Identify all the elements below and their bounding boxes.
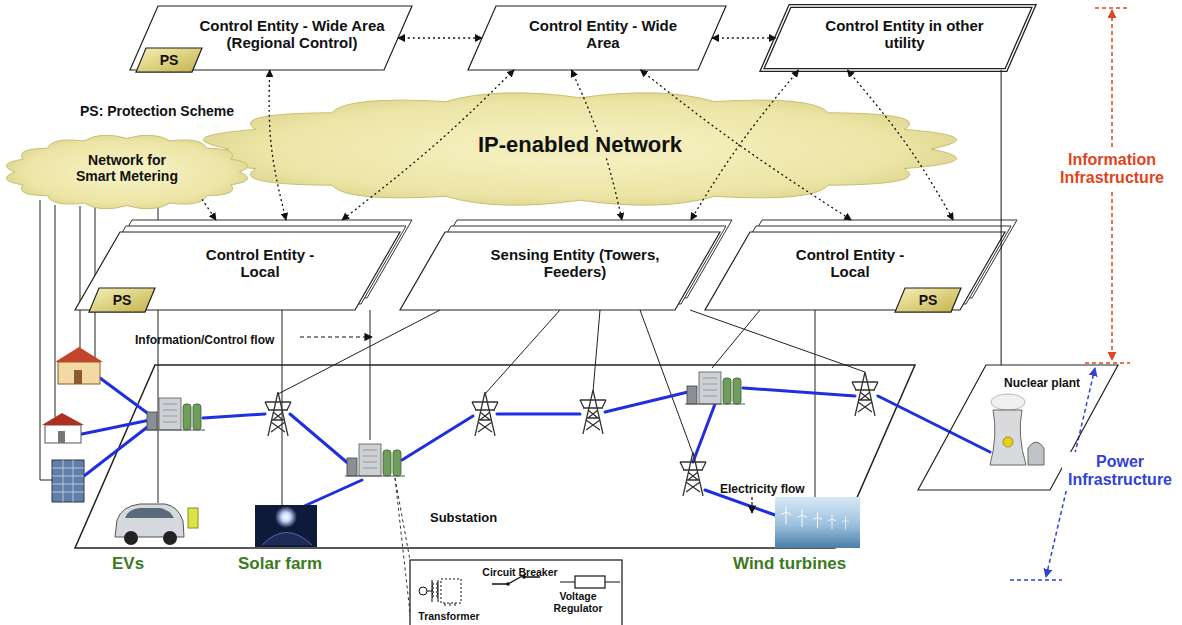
control-wires [40, 200, 865, 505]
node-text: Sensing Entity (Towers, Feeders) [480, 246, 670, 281]
node-text: Control Entity in other utility [807, 17, 1002, 52]
power-plane [75, 365, 915, 548]
information-flow-connector [712, 37, 776, 38]
node-text: Voltage Regulator [538, 590, 618, 614]
node-text: Nuclear plant [1004, 377, 1080, 391]
information-flow-connector [641, 70, 852, 220]
annotation-label: Wind turbines [733, 554, 846, 574]
wind-farm-icon [775, 497, 860, 548]
node-text: Control Entity - Local [185, 246, 335, 281]
control-entity-box: Control Entity - Wide Area [468, 6, 726, 70]
ev-car-icon [115, 504, 198, 545]
node-text: PS [919, 292, 938, 308]
information-flow-connector [847, 70, 953, 220]
infrastructure-brackets [1010, 8, 1130, 580]
network-cloud: Network for Smart Metering [2, 132, 252, 212]
solar-farm-icon [255, 505, 317, 547]
information-flow-connector [342, 70, 514, 220]
annotation-label: PS: Protection Scheme [80, 103, 234, 119]
annotation-label: Information/Control flow [135, 334, 274, 348]
node-text: PS [113, 292, 132, 308]
annotation-label: Power Infrastructure [1062, 452, 1178, 491]
network-cloud: IP-enabled Network [190, 88, 970, 210]
annotation-label: EVs [112, 554, 144, 574]
electricity-flow-arrow [751, 497, 752, 513]
node-text: Transformer [418, 610, 479, 622]
protection-scheme-tab: PS [136, 48, 202, 72]
annotation-label: Electricity flow [720, 483, 805, 497]
nuclear-plant-icon [990, 394, 1044, 465]
house-icon [42, 413, 84, 443]
node-text: PS [160, 52, 179, 68]
info-flow-arrow [300, 336, 372, 337]
sensing-entity-box: Sensing Entity (Towers, Feeders) [400, 232, 720, 310]
node-text: IP-enabled Network [473, 132, 687, 157]
control-link-line [1001, 70, 1002, 365]
information-flow-connector [572, 70, 623, 220]
control-entity-box: Control Entity - LocalPS [705, 232, 1005, 310]
voltage-regulator-symbol [560, 576, 620, 588]
control-entity-box: Control Entity in other utility [762, 6, 1034, 70]
information-flow-connector [398, 37, 482, 38]
annotation-label: Information Infrastructure [1045, 150, 1179, 189]
substation-icons [145, 372, 745, 476]
school-icon [55, 347, 103, 384]
annotation-label: Substation [430, 511, 497, 526]
annotation-label: Solar farm [238, 554, 322, 574]
transformer-symbol [419, 579, 461, 606]
information-flow-connector [202, 199, 216, 220]
information-flow-connector [691, 70, 799, 220]
control-entity-box: Control Entity - LocalPS [75, 232, 400, 310]
node-text: Control Entity - Wide Area [513, 17, 693, 52]
node-text: Network for Smart Metering [67, 152, 187, 184]
information-flow-connector [269, 70, 286, 220]
protection-scheme-tab: PS [89, 288, 155, 312]
node-text: Circuit Breaker [482, 566, 557, 578]
node-text: Control Entity - Wide Area (Regional Con… [192, 17, 392, 52]
control-entity-box: Control Entity - Wide Area (Regional Con… [130, 6, 412, 70]
node-text: Control Entity - Local [775, 246, 925, 281]
building-icon [52, 460, 84, 502]
protection-scheme-tab: PS [895, 288, 961, 312]
power-lines [82, 378, 990, 515]
substation-detail-box: Circuit BreakerTransformer Voltage Regula… [410, 560, 622, 625]
tower-icons [265, 372, 878, 496]
substation-inset [395, 478, 622, 622]
